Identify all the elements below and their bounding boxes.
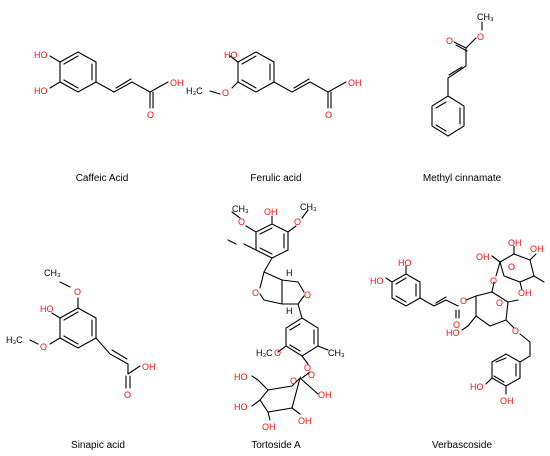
- methyl-o: O: [446, 36, 453, 46]
- ferulic-o: O: [325, 110, 332, 120]
- tortoside-oh2: OH: [298, 416, 312, 426]
- tortoside-oh-top: OH: [264, 207, 278, 217]
- tortoside-o2: O: [294, 217, 301, 227]
- verbascoside-oh4: OH: [518, 288, 532, 298]
- tortoside-o1: O: [238, 217, 245, 227]
- tortoside-o4: O: [304, 363, 311, 373]
- methyl-ch3: CH₃: [477, 12, 494, 22]
- sinapic-ho: HO: [40, 304, 54, 314]
- ferulic-oh: OH: [348, 78, 362, 88]
- verbascoside-oh2: OH: [508, 238, 522, 248]
- ferulic-acid-structure: HO H₃C O OH O: [186, 50, 362, 120]
- verbascoside-ho3: HO: [446, 328, 460, 338]
- verbascoside-oh3: OH: [530, 244, 544, 254]
- tortoside-a-structure: CH₃ CH₃ O OH O O O H H H₃C O O CH₃ O O H…: [227, 202, 345, 432]
- sinapic-o-top: O: [74, 287, 81, 297]
- verbascoside-oh1: OH: [476, 252, 490, 262]
- sinapic-o: O: [124, 390, 131, 400]
- sinapic-h3c: H₃C: [6, 335, 23, 345]
- tortoside-oh1: OH: [318, 390, 332, 400]
- ferulic-h3c: H₃C: [186, 86, 203, 96]
- tortoside-h-top: H: [286, 268, 293, 278]
- tortoside-h-bottom: H: [286, 306, 293, 316]
- caffeic-ho-top: HO: [34, 50, 48, 60]
- verbascoside-ho1: HO: [370, 276, 384, 286]
- caffeic-oh: OH: [170, 78, 184, 88]
- tortoside-o3: O: [274, 348, 281, 358]
- caption-sinapic-acid: Sinapic acid: [71, 440, 125, 451]
- tortoside-o-ring-r: O: [304, 290, 311, 300]
- verbascoside-o-eth: O: [512, 326, 519, 336]
- ferulic-ho: HO: [224, 50, 238, 60]
- caption-tortoside-a: Tortoside A: [251, 440, 301, 451]
- tortoside-ch3-left: CH₃: [232, 204, 249, 214]
- caption-methyl-cinnamate: Methyl cinnamate: [423, 173, 502, 184]
- methyl-cinnamate-structure: CH₃ O O: [431, 12, 494, 137]
- sinapic-ch3-top: CH₃: [44, 268, 61, 278]
- verbascoside-structure: HO HO O O O O OH OH OH O HO OH O HO OH: [370, 238, 545, 406]
- verbascoside-o-glc: O: [496, 298, 503, 308]
- caption-verbascoside: Verbascoside: [432, 440, 492, 451]
- tortoside-o-pyr: O: [290, 376, 297, 386]
- tortoside-o-gly: O: [308, 370, 315, 380]
- ferulic-o-ether: O: [222, 88, 229, 98]
- caption-ferulic-acid: Ferulic acid: [250, 173, 301, 184]
- tortoside-h3c: H₃C: [256, 348, 273, 358]
- tortoside-ch3-right: CH₃: [328, 348, 345, 358]
- tortoside-ch3-top: CH₃: [300, 202, 317, 212]
- sinapic-acid-structure: CH₃ O HO H₃C O OH O: [6, 268, 156, 400]
- caffeic-acid-structure: HO HO OH O: [34, 50, 184, 120]
- verbascoside-o-link: O: [490, 276, 497, 286]
- caffeic-o: O: [147, 110, 154, 120]
- tortoside-ho1: HO: [234, 372, 248, 382]
- verbascoside-o-ester: O: [460, 296, 467, 306]
- verbascoside-ho2: HO: [398, 258, 412, 268]
- methyl-o-ester: O: [477, 32, 484, 42]
- caffeic-ho-bottom: HO: [34, 86, 48, 96]
- verbascoside-ho4: HO: [470, 382, 484, 392]
- verbascoside-oh5: OH: [500, 396, 514, 406]
- verbascoside-o-carb: O: [453, 320, 460, 330]
- verbascoside-o-rha: O: [508, 262, 515, 272]
- tortoside-ho2: HO: [234, 402, 248, 412]
- caption-caffeic-acid: Caffeic Acid: [76, 173, 129, 184]
- sinapic-oh: OH: [142, 362, 156, 372]
- tortoside-o-ring-l: O: [252, 288, 259, 298]
- sinapic-o-bottom: O: [40, 342, 47, 352]
- tortoside-oh3: OH: [262, 422, 276, 432]
